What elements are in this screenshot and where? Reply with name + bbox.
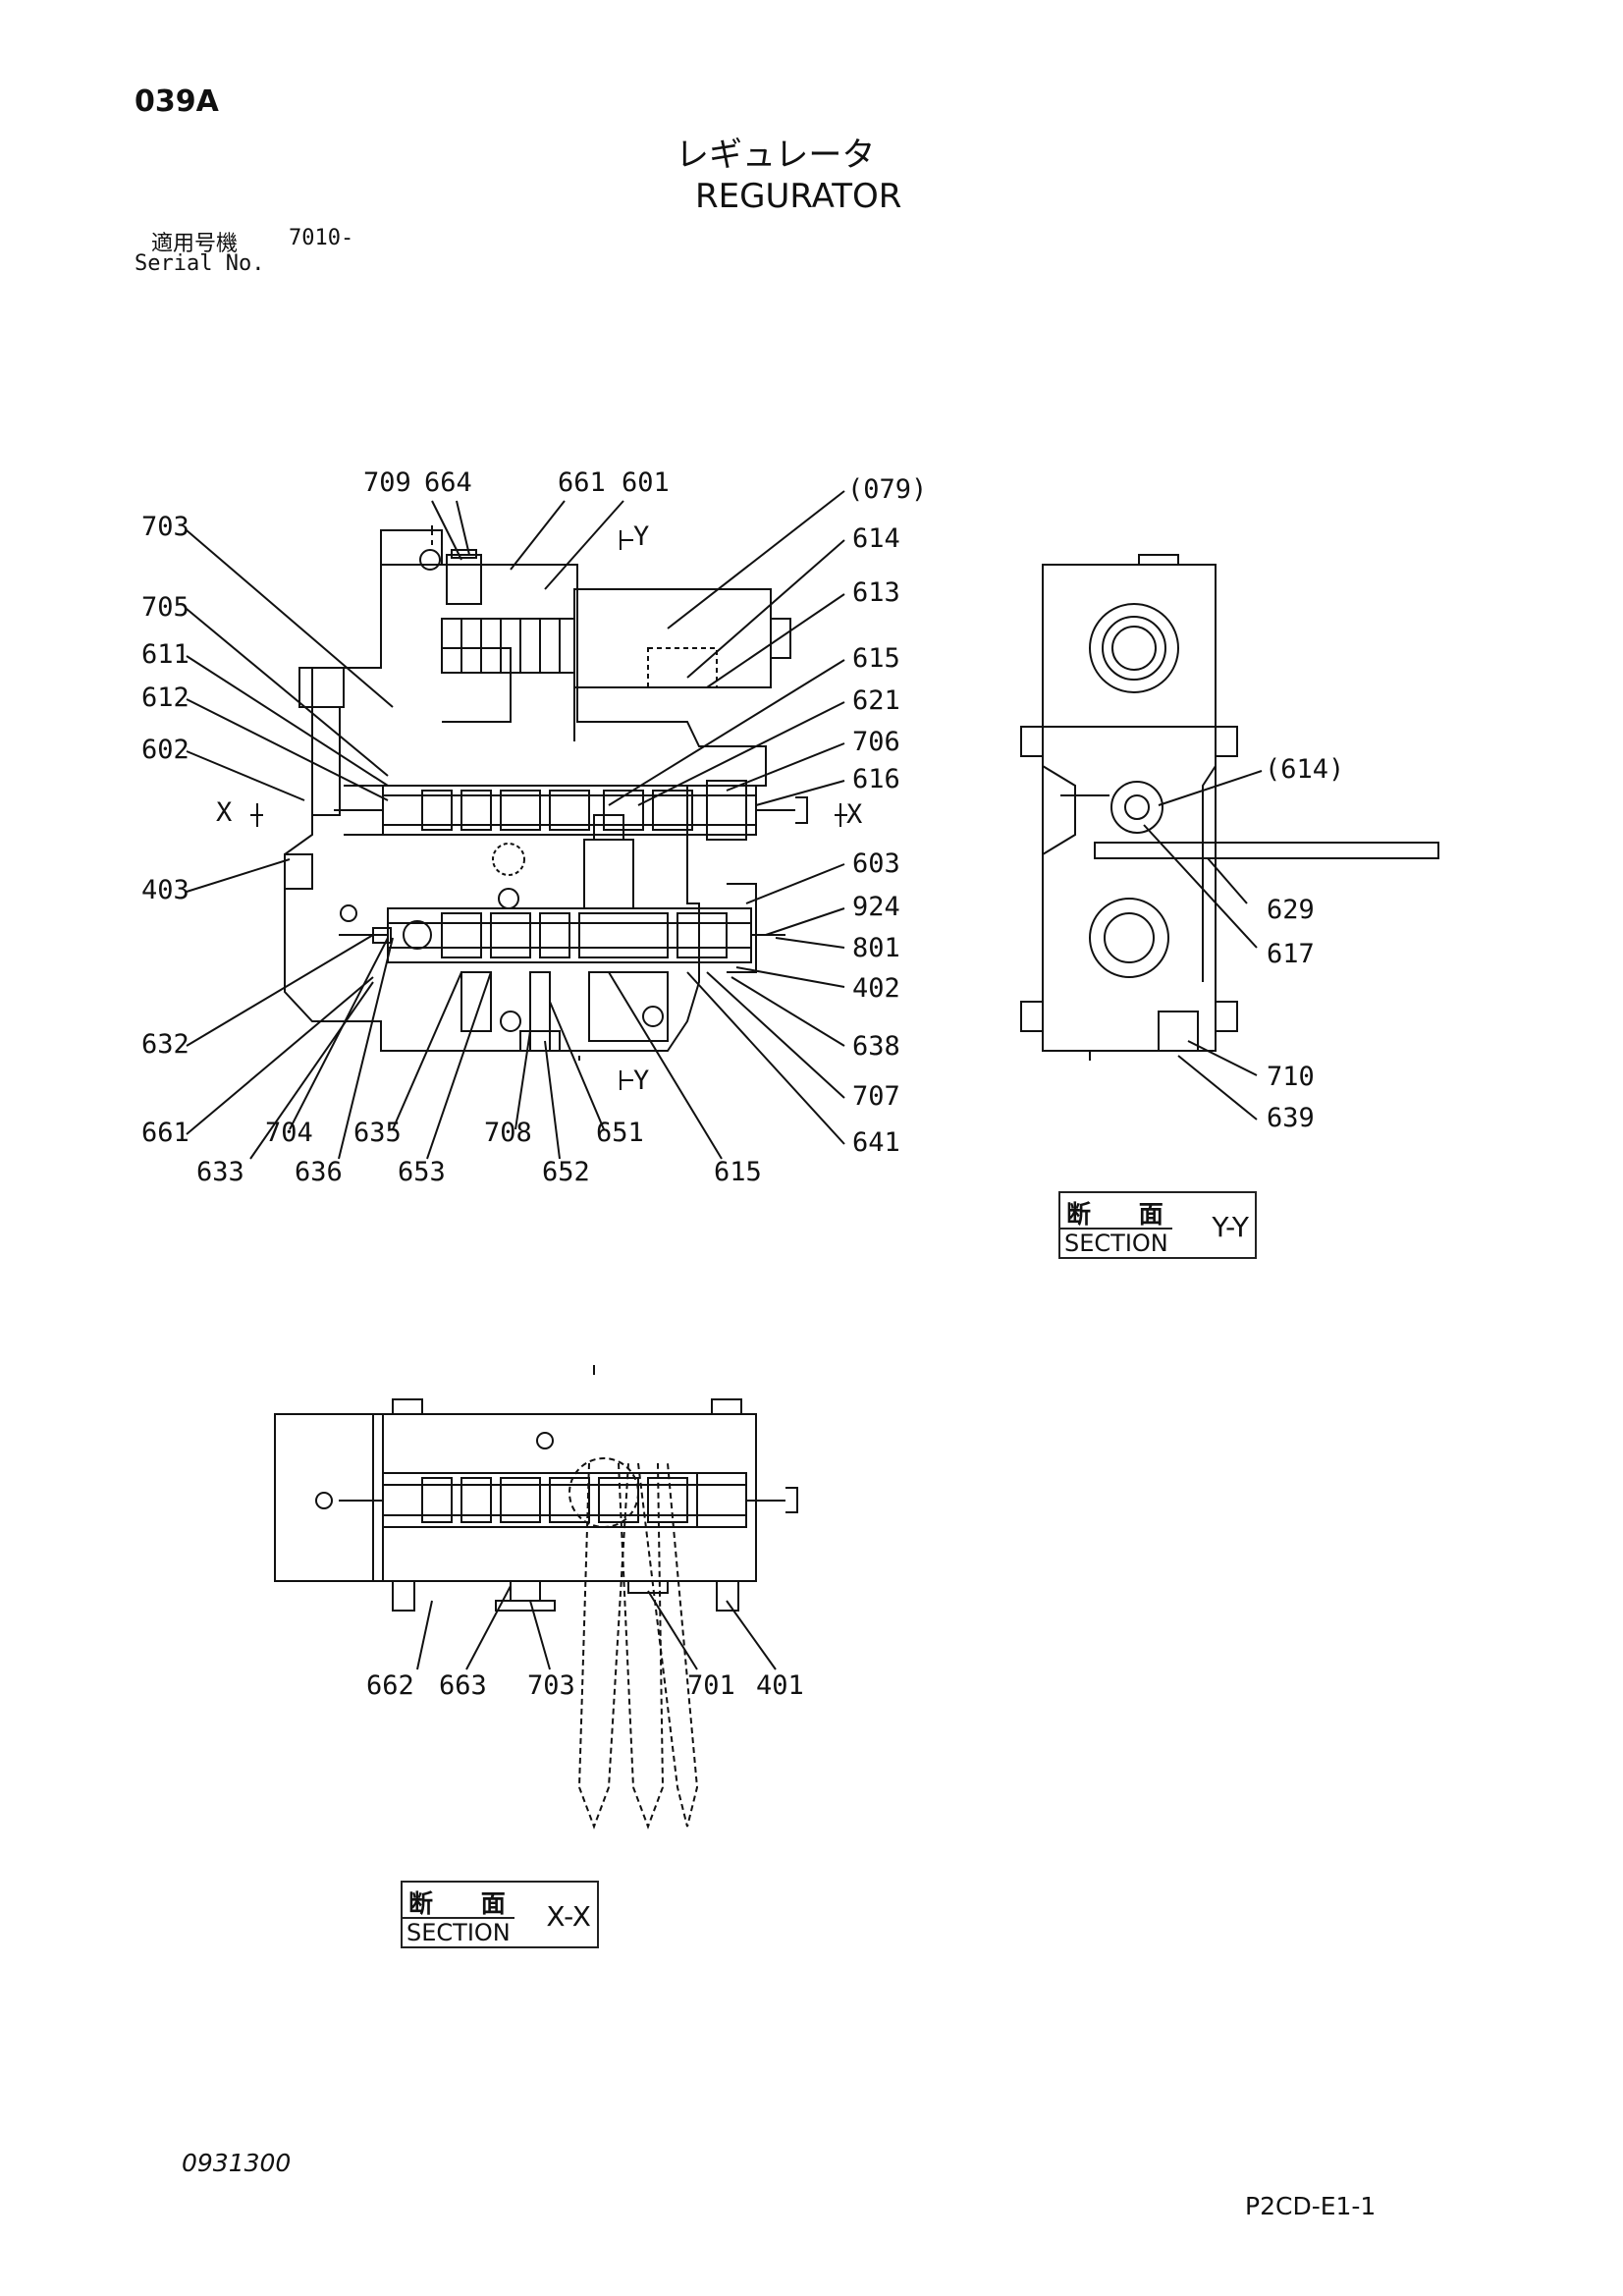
drawing-number: 0931300 (182, 2149, 292, 2177)
serial-value: 7010- (289, 226, 354, 250)
section-yy-en: SECTION (1060, 1228, 1172, 1257)
callout-614-paren: (614) (1265, 754, 1345, 785)
section-xx-axis: X-X (546, 1900, 591, 1933)
x-marker-left: X (216, 797, 233, 828)
y-marker-top: Y (633, 521, 650, 552)
serial-label-english: Serial No. (135, 251, 265, 276)
callout-710: 710 (1267, 1062, 1315, 1092)
callout-653: 653 (398, 1157, 446, 1187)
callout-639: 639 (1267, 1103, 1315, 1133)
callout-652: 652 (542, 1157, 590, 1187)
callout-641: 641 (852, 1127, 900, 1158)
callout-701: 701 (687, 1670, 735, 1701)
callout-629: 629 (1267, 895, 1315, 925)
x-marker-right: X (846, 799, 863, 830)
callout-662: 662 (366, 1670, 414, 1701)
callout-621: 621 (852, 685, 900, 716)
callout-401: 401 (756, 1670, 804, 1701)
callout-611: 611 (141, 639, 189, 670)
callout-638: 638 (852, 1031, 900, 1062)
callout-651: 651 (596, 1118, 644, 1148)
callout-633: 633 (196, 1157, 244, 1187)
callout-613: 613 (852, 577, 900, 608)
callout-704: 704 (265, 1118, 313, 1148)
callout-703-xx: 703 (527, 1670, 575, 1701)
section-xx-en: SECTION (403, 1917, 514, 1946)
callout-636: 636 (295, 1157, 343, 1187)
callout-079: (079) (847, 474, 928, 505)
section-label-yy: 断 面 SECTION Y-Y (1058, 1191, 1257, 1259)
callout-603: 603 (852, 848, 900, 879)
section-label-xx: 断 面 SECTION X-X (401, 1881, 599, 1948)
callout-707: 707 (852, 1081, 900, 1112)
callout-661-bottom: 661 (141, 1118, 189, 1148)
callout-663: 663 (439, 1670, 487, 1701)
callout-708: 708 (484, 1118, 532, 1148)
callout-617: 617 (1267, 939, 1315, 969)
callout-924: 924 (852, 892, 900, 922)
callout-402: 402 (852, 973, 900, 1004)
callout-801: 801 (852, 933, 900, 963)
callout-664: 664 (424, 467, 472, 498)
callout-614: 614 (852, 523, 900, 554)
section-xx-jp: 断 面 (408, 1889, 525, 1918)
callout-632: 632 (141, 1029, 189, 1060)
page-reference-code: P2CD-E1-1 (1245, 2192, 1377, 2220)
callout-635: 635 (353, 1118, 402, 1148)
title-english: REGURATOR (695, 177, 902, 216)
callout-602: 602 (141, 735, 189, 765)
y-marker-bottom: Y (633, 1066, 650, 1096)
callout-615-bottom: 615 (714, 1157, 762, 1187)
section-yy-axis: Y-Y (1212, 1211, 1249, 1243)
section-yy-jp: 断 面 (1066, 1200, 1183, 1229)
callout-706: 706 (852, 727, 900, 757)
serial-label-japanese: 適用号機 (151, 232, 239, 256)
callout-612: 612 (141, 683, 189, 713)
callout-709: 709 (363, 467, 411, 498)
callout-601: 601 (622, 467, 670, 498)
title-japanese: レギュレータ (676, 136, 876, 175)
callout-616: 616 (852, 764, 900, 794)
callout-661: 661 (558, 467, 606, 498)
page-code: 039A (135, 84, 219, 119)
callout-403: 403 (141, 875, 189, 905)
callout-615: 615 (852, 643, 900, 674)
callout-705: 705 (141, 592, 189, 623)
callout-703: 703 (141, 512, 189, 542)
